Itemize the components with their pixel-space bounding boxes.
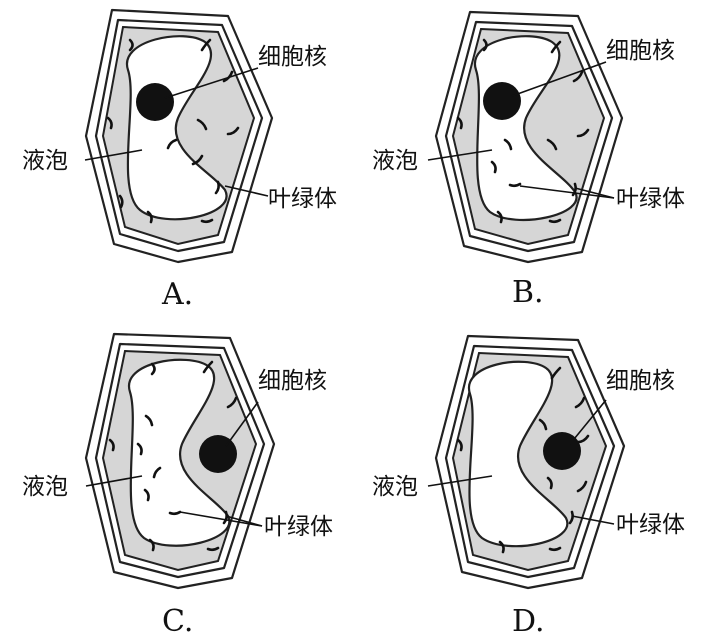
cell-b: 细胞核 液泡 叶绿体 B. <box>372 10 685 310</box>
cell-wall-outer <box>84 332 276 590</box>
nucleus-label: 细胞核 <box>606 38 675 64</box>
nucleus-label: 细胞核 <box>606 368 675 394</box>
nucleus-leader <box>225 401 259 447</box>
chloroplast-leader-2 <box>574 187 615 199</box>
cell-wall-inner <box>94 18 264 253</box>
chloroplast-label: 叶绿体 <box>264 514 333 540</box>
vacuole-leader <box>84 149 143 161</box>
chloroplast-leader-1 <box>519 185 615 199</box>
option-d-label: D. <box>512 604 545 639</box>
vacuole-label: 液泡 <box>372 148 418 174</box>
chloroplasts <box>108 360 238 552</box>
vacuole-leader <box>427 475 493 487</box>
vacuole-label: 液泡 <box>22 148 68 174</box>
nucleus-leader <box>569 399 607 445</box>
cell-wall-inner <box>444 344 616 579</box>
nucleus-leader <box>511 61 607 97</box>
chloroplast-leader <box>571 515 615 525</box>
chloroplast-leader <box>224 185 269 197</box>
chloroplast-label: 叶绿体 <box>616 186 685 212</box>
nucleus <box>199 435 237 473</box>
chloroplasts <box>456 38 590 224</box>
nucleus <box>483 82 521 120</box>
nucleus-label: 细胞核 <box>258 44 327 70</box>
chloroplasts <box>106 38 240 224</box>
cell-c: 细胞核 液泡 叶绿体 C. <box>22 332 333 639</box>
nucleus-label: 细胞核 <box>258 368 327 394</box>
option-a-label: A. <box>161 277 193 312</box>
cell-wall-inner <box>94 342 266 579</box>
cell-wall-inner <box>444 20 614 253</box>
chloroplast-leader-2 <box>225 515 263 527</box>
vacuole-leader <box>427 149 493 161</box>
chloroplast-leader-1 <box>179 511 263 527</box>
cell-wall-outer <box>434 10 624 264</box>
cell-wall-outer <box>84 8 274 264</box>
chloroplast-label: 叶绿体 <box>616 512 685 538</box>
vacuole <box>467 360 569 548</box>
nucleus <box>136 83 174 121</box>
vacuole-leader <box>85 475 143 487</box>
option-b-label: B. <box>512 275 544 310</box>
chloroplasts <box>456 366 590 554</box>
cell-a: 细胞核 液泡 叶绿体 A. <box>22 8 337 312</box>
vacuole <box>127 358 231 547</box>
chloroplast-label: 叶绿体 <box>268 186 337 212</box>
cell-d: 细胞核 液泡 叶绿体 D. <box>372 334 685 639</box>
nucleus-leader <box>164 67 259 99</box>
option-c-label: C. <box>162 604 193 639</box>
vacuole-label: 液泡 <box>22 474 68 500</box>
cell-wall-outer <box>434 334 626 590</box>
vacuole <box>125 35 228 221</box>
vacuole-label: 液泡 <box>372 474 418 500</box>
